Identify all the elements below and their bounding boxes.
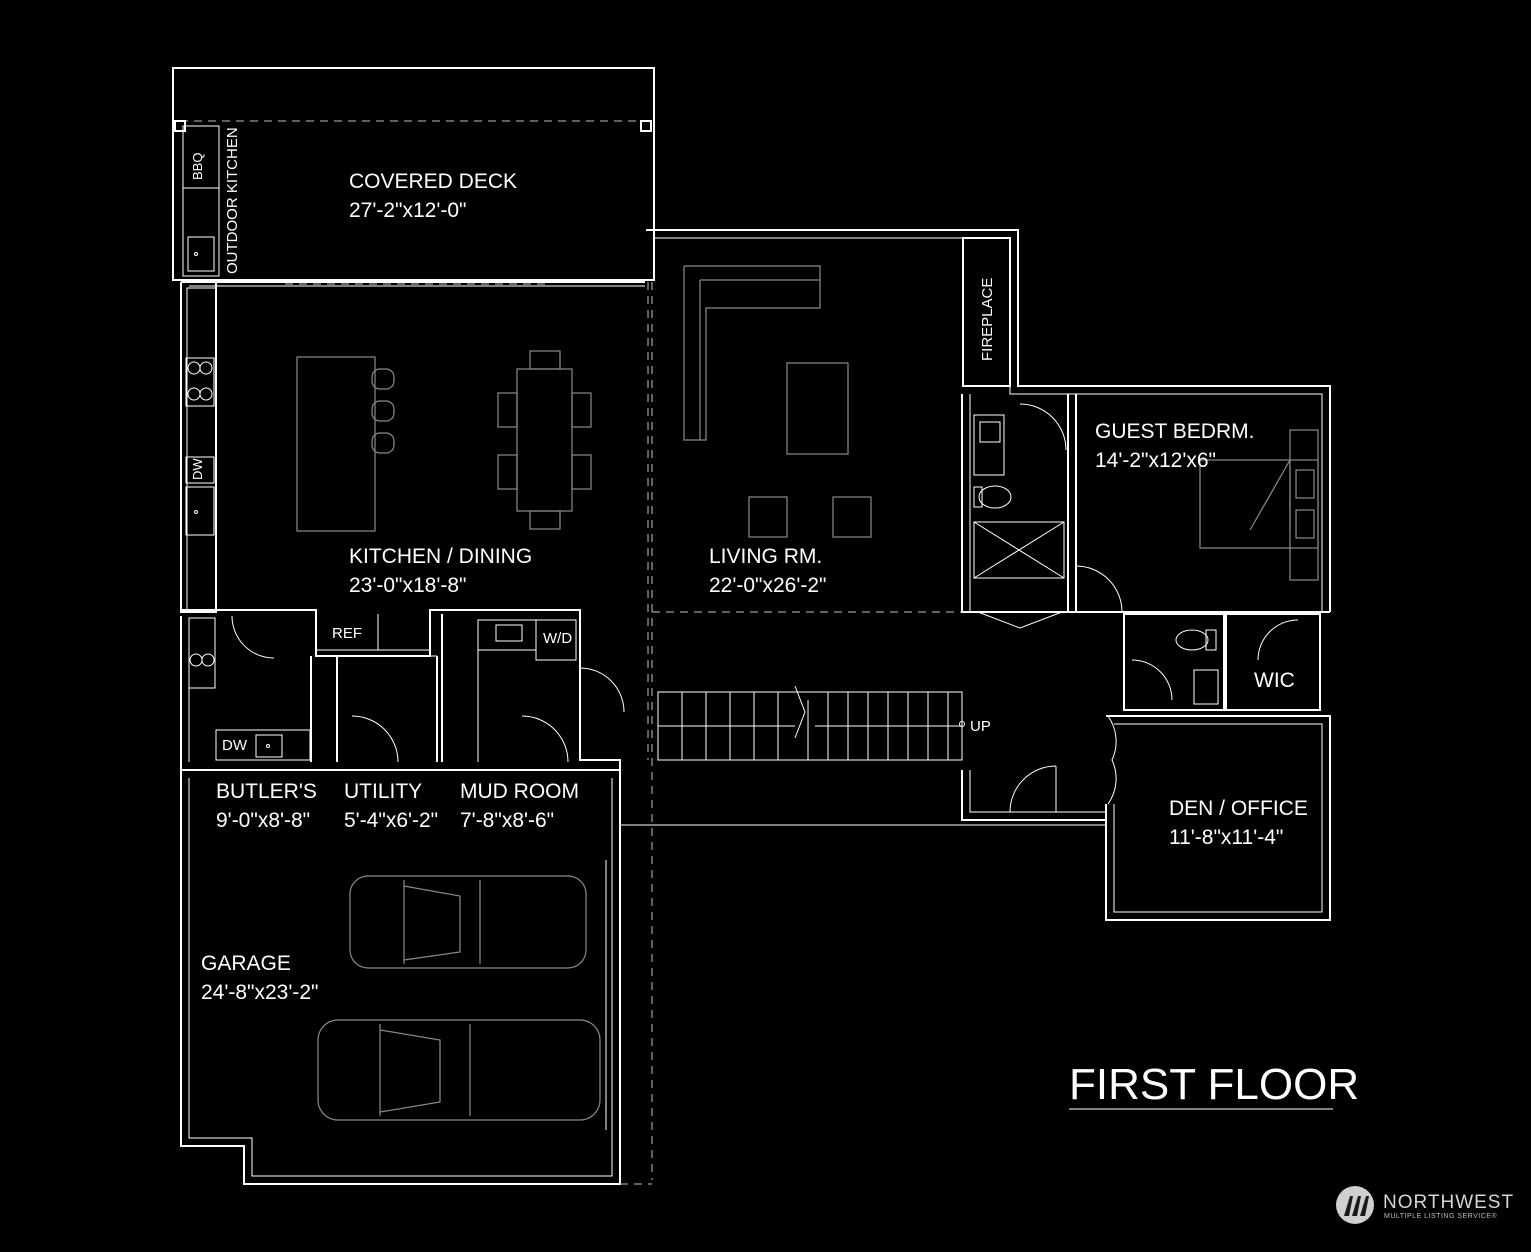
dw-butler-label: DW (222, 737, 248, 754)
staircase (657, 685, 965, 761)
butlers-size: 9'-0"x8'-8" (216, 809, 310, 832)
utility-name: UTILITY (344, 780, 422, 803)
mud-size: 7'-8"x8'-6" (460, 809, 554, 832)
nwmls-logo: NORTHWEST MULTIPLE LISTING SERVICE® (1336, 1186, 1514, 1224)
nwmls-logo-name: NORTHWEST (1383, 1192, 1514, 1213)
guest-name: GUEST BEDRM. (1095, 420, 1254, 443)
plan-title: FIRST FLOOR (1069, 1060, 1359, 1109)
mud-name: MUD ROOM (460, 780, 579, 803)
fireplace-label: FIREPLACE (979, 278, 996, 361)
dining-table (497, 350, 592, 530)
service-rooms (180, 609, 625, 771)
ref-label: REF (332, 625, 362, 642)
covered-deck-size: 27'-2"x12'-0" (349, 199, 467, 222)
dw-kitchen-label: DW (190, 458, 205, 480)
den-size: 11'-8"x11'-4" (1169, 826, 1283, 849)
entry-hall (620, 715, 1117, 826)
kitchen-dining-name: KITCHEN / DINING (349, 545, 532, 568)
wic-label: WIC (1254, 669, 1295, 692)
butlers-name: BUTLER'S (216, 780, 317, 803)
bbq-label: BBQ (190, 153, 205, 180)
garage-name: GARAGE (201, 952, 291, 975)
up-label: UP (970, 718, 991, 735)
covered-deck-area (172, 67, 655, 281)
guest-suite (961, 394, 1330, 711)
car-lower (317, 1019, 601, 1121)
wd-label: W/D (543, 630, 572, 647)
guest-size: 14'-2"x12'x6" (1095, 449, 1216, 472)
outdoor-kitchen-label: OUTDOOR KITCHEN (224, 127, 241, 274)
kitchen-island (296, 356, 395, 532)
den-office (1105, 715, 1331, 921)
kitchen-dining-size: 23'-0"x18'-8" (349, 574, 467, 597)
living-name: LIVING RM. (709, 545, 822, 568)
car-upper (349, 875, 587, 969)
living-furniture (683, 265, 872, 538)
den-name: DEN / OFFICE (1169, 797, 1308, 820)
nwmls-logo-icon (1336, 1186, 1374, 1224)
covered-deck-name: COVERED DECK (349, 170, 517, 193)
garage-area (180, 770, 652, 1185)
garage-size: 24'-8"x23'-2" (201, 981, 319, 1004)
utility-size: 5'-4"x6'-2" (344, 809, 438, 832)
nwmls-logo-tagline: MULTIPLE LISTING SERVICE® (1384, 1212, 1497, 1220)
living-size: 22'-0"x26'-2" (709, 574, 827, 597)
main-walls (180, 229, 1331, 1180)
